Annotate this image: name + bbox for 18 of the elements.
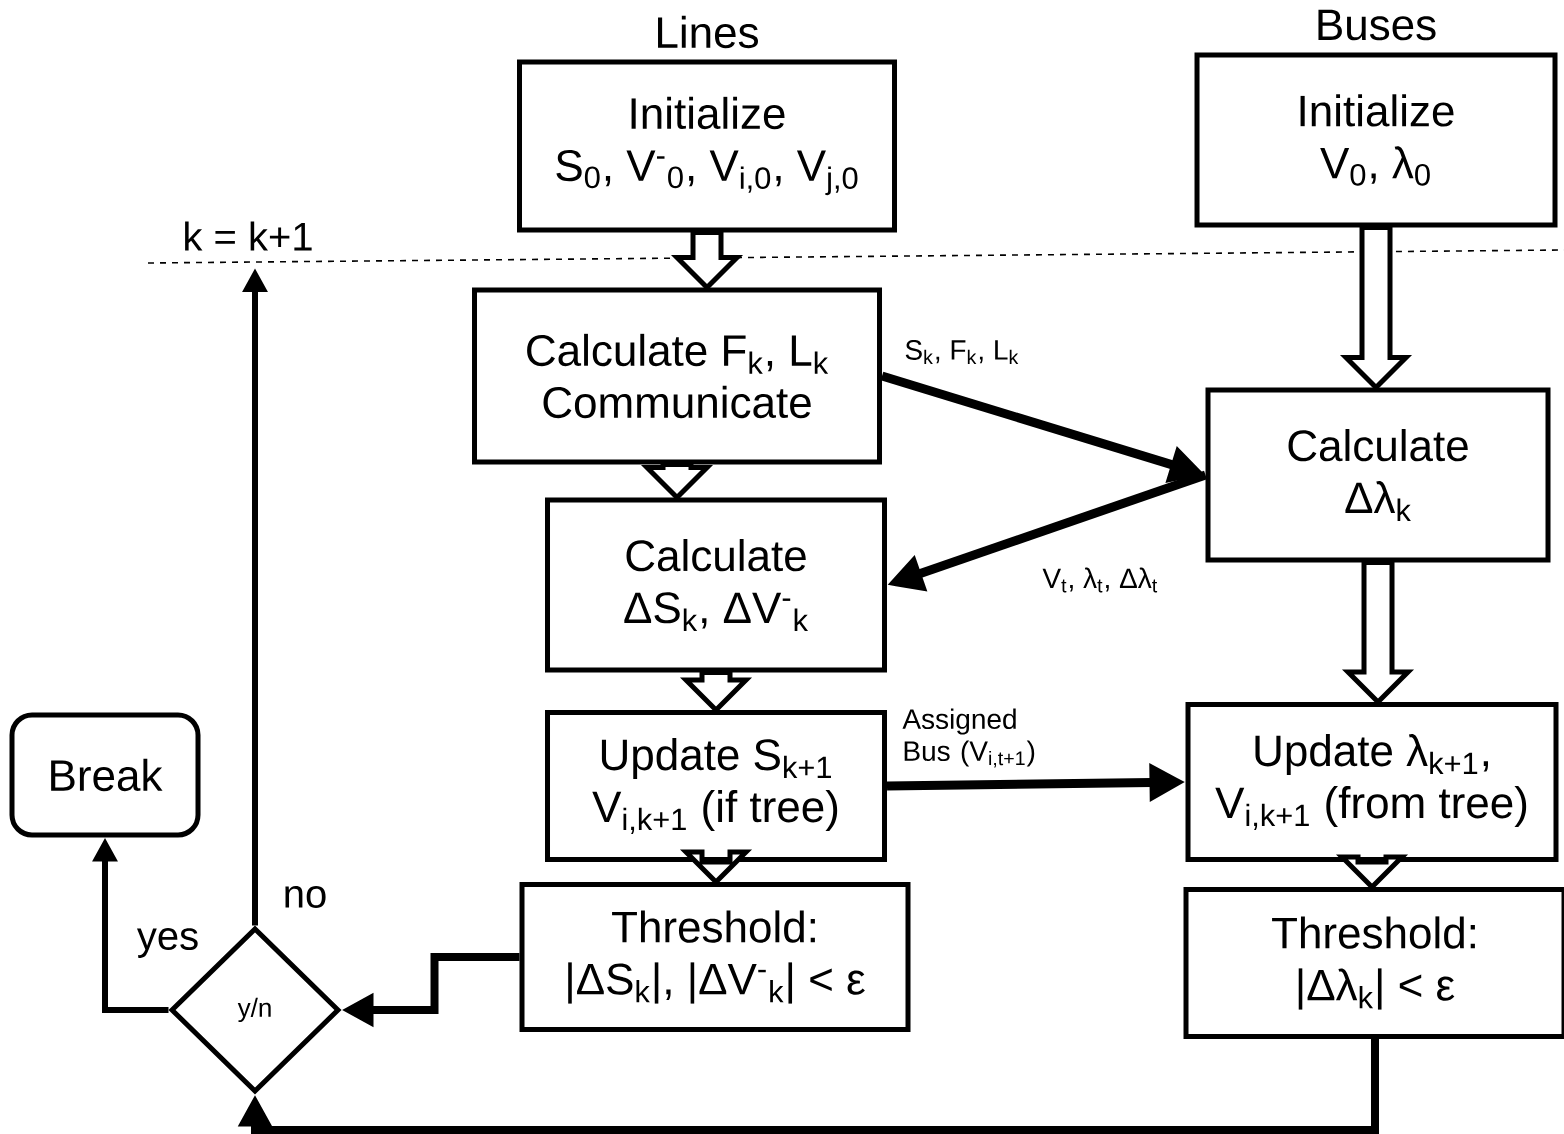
arrow	[237, 1039, 1379, 1134]
process-box: Update λ$_{k+1}$, V$_{i,k+1}$ (from tree)	[1185, 702, 1559, 862]
column-heading: Buses	[1318, 9, 1436, 41]
process-box: Update S$_{k+1}$ V$_{i,k+1}$ (if tree)	[545, 710, 887, 862]
process-box: Threshold: |ΔS$_{k}$|, |ΔV$^{-}$$_{k}$| < ε	[519, 882, 911, 1032]
terminal-box: Break	[9, 712, 201, 838]
process-box: Initialize S$_{0}$, V$^{-}$$_{0}$, V$_{i,0}$, V$_{j,0}$	[517, 59, 897, 233]
iteration-label: k = k+1	[180, 219, 316, 253]
edge-label: V$_{t}$, λ$_{t}$, Δλ$_{t}$	[1042, 567, 1158, 593]
process-box: Initialize V$_{0}$, λ$_{0}$	[1194, 52, 1558, 228]
edge-label: S$_{k}$, F$_{k}$, L$_{k}$	[905, 340, 1019, 364]
edge-label: Assigned Bus (V$_{i,t+1}$)	[902, 708, 1035, 768]
edge-label: no	[285, 886, 326, 908]
process-box: Calculate ΔS$_{k}$, ΔV$^{-}$k	[545, 497, 887, 673]
process-box: Calculate F$_{k}$, L$_{k}$ Communicate	[472, 287, 882, 465]
column-heading: Lines	[658, 15, 758, 49]
process-box: Threshold: |Δλ$_{k}$| < ε	[1183, 887, 1564, 1039]
process-box: Calculate Δλ$_{k}$	[1205, 387, 1551, 563]
